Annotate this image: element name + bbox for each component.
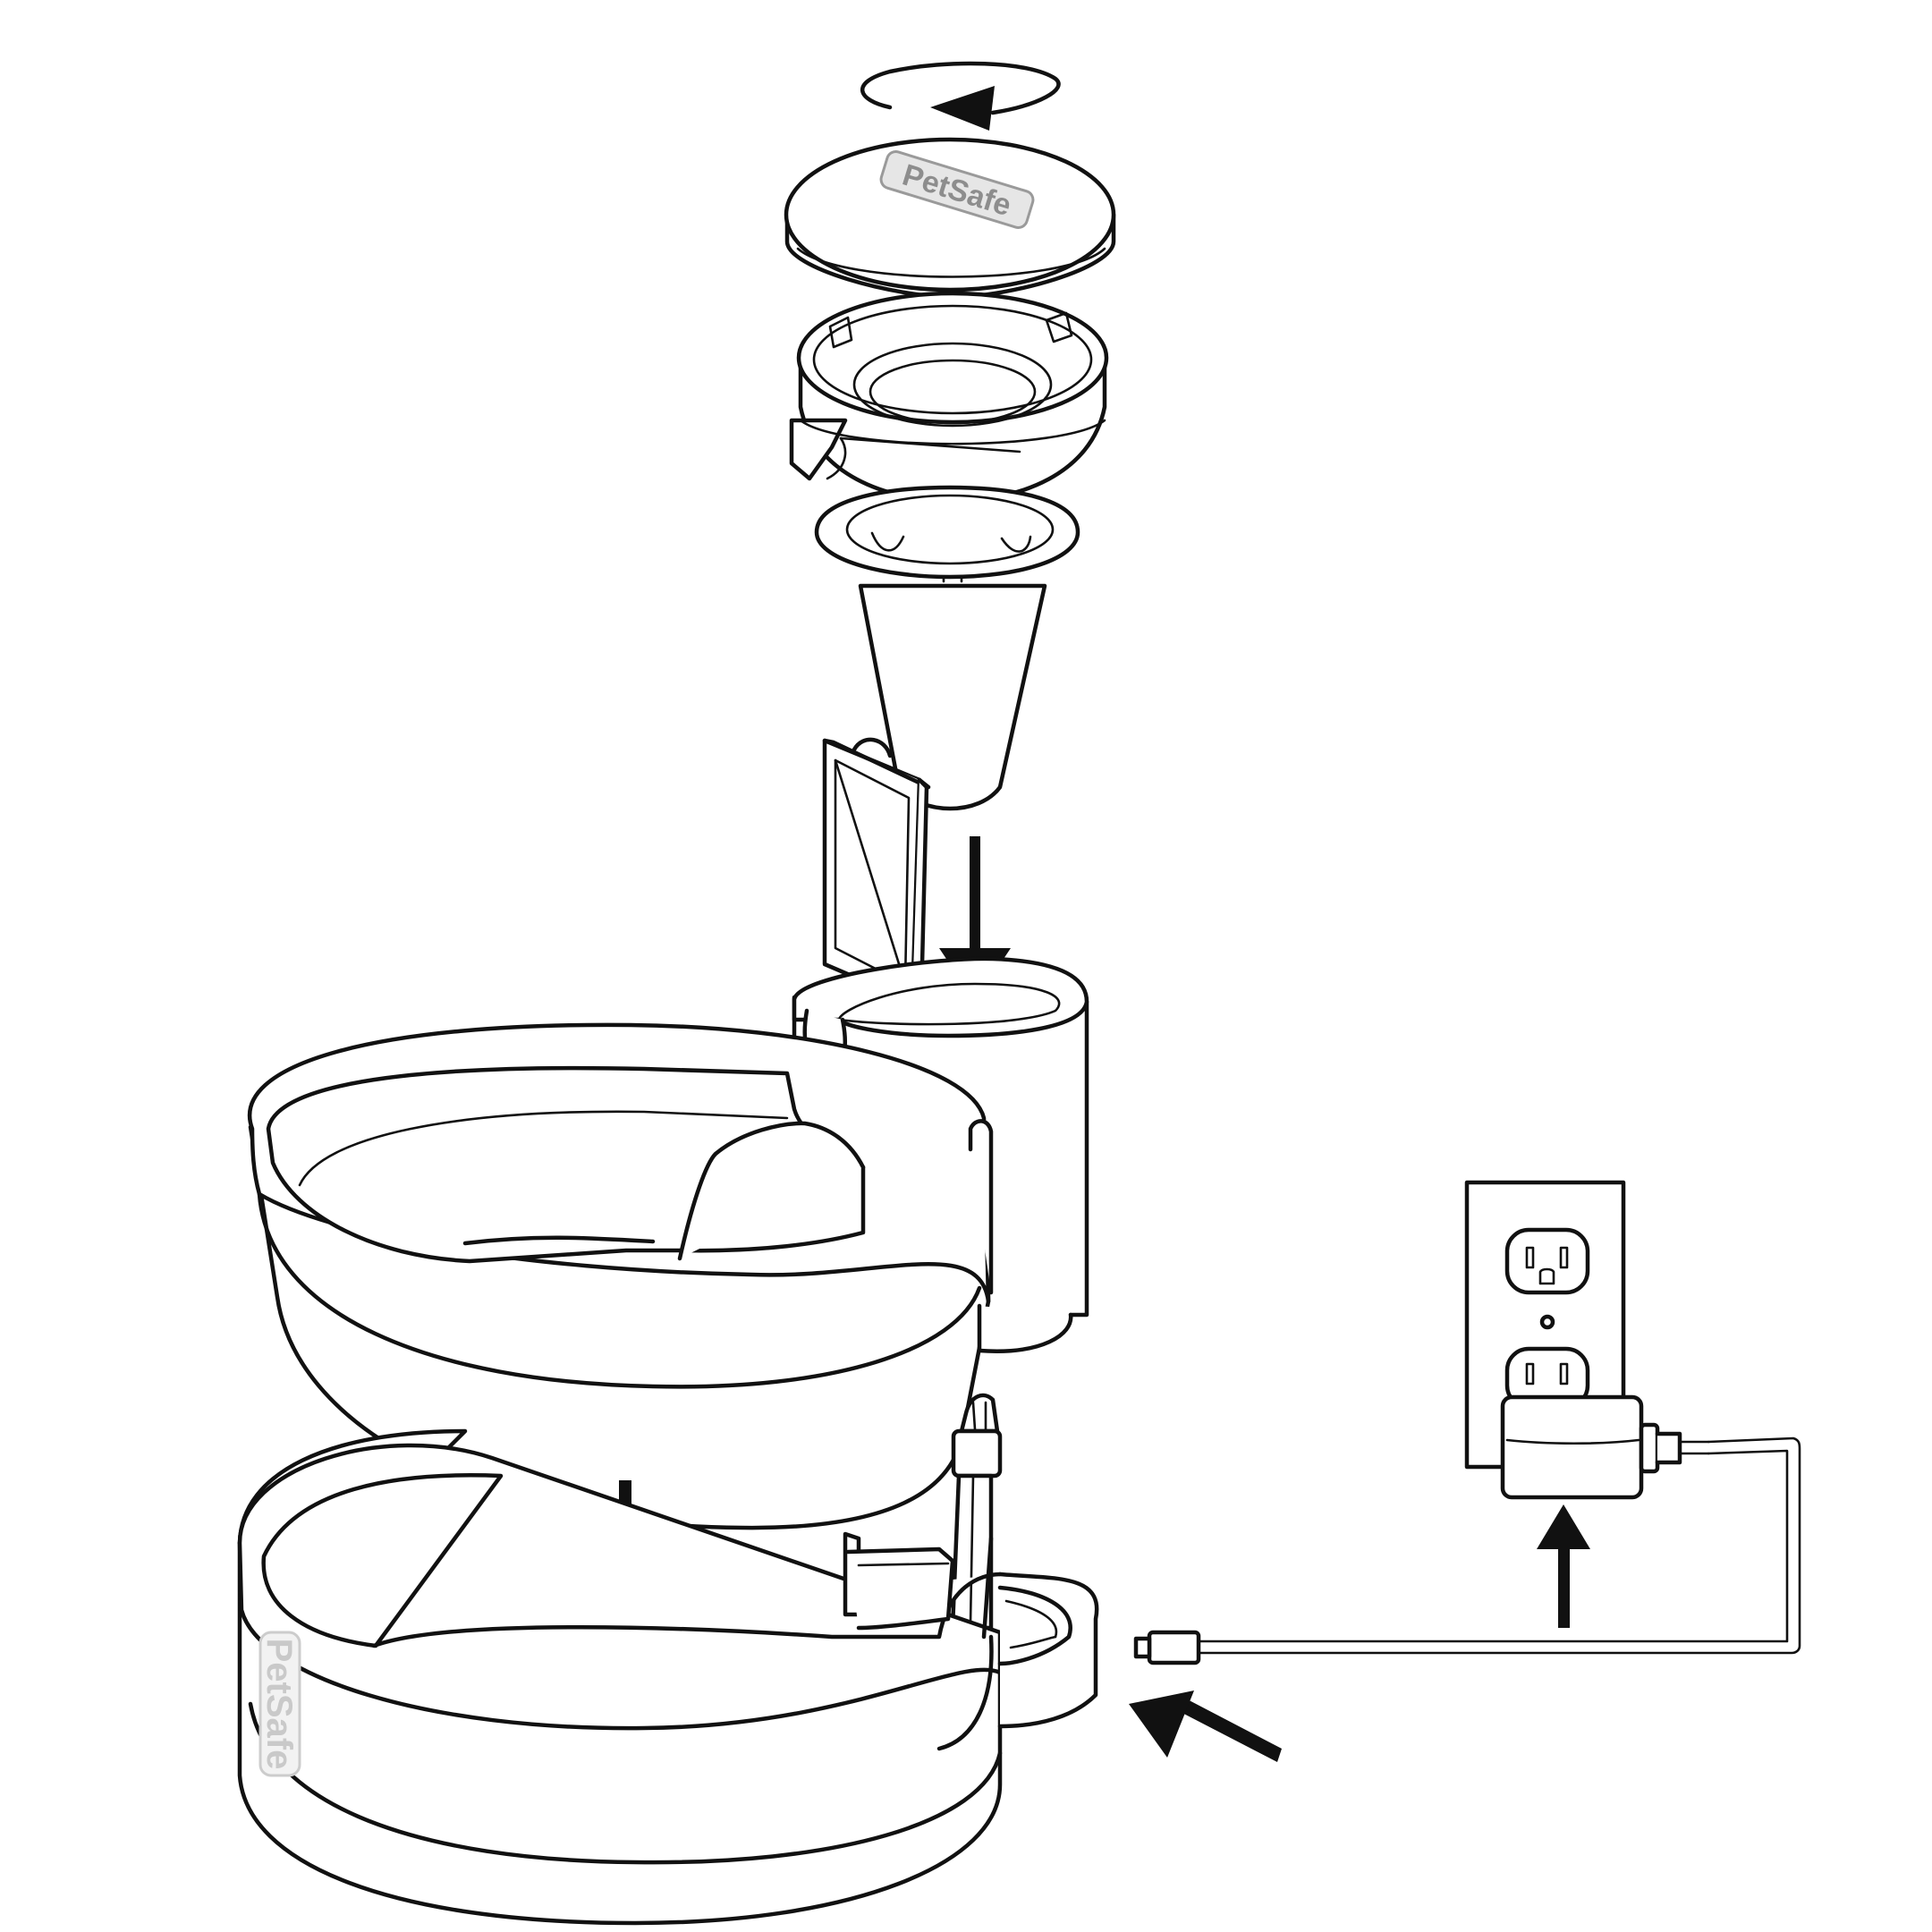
outlet-socket-bottom [1504, 1346, 1590, 1410]
reservoir-cup [789, 291, 1109, 504]
lid: PetSafe [784, 137, 1116, 300]
upper-bowl [247, 1022, 1073, 1530]
outlet-socket-top [1504, 1227, 1590, 1295]
rotate-arrow-icon [860, 61, 1061, 131]
base-logo: PetSafe [258, 1631, 301, 1777]
power-cord [1133, 1436, 1801, 1665]
base-logo-text: PetSafe [259, 1639, 299, 1770]
power-adapter [1500, 1394, 1710, 1500]
arrow-up-icon [1537, 1504, 1590, 1628]
base-bowl: PetSafe [237, 1428, 1099, 1926]
arrow-diagonal-icon [1129, 1690, 1282, 1762]
outlet-screw [1539, 1314, 1555, 1330]
